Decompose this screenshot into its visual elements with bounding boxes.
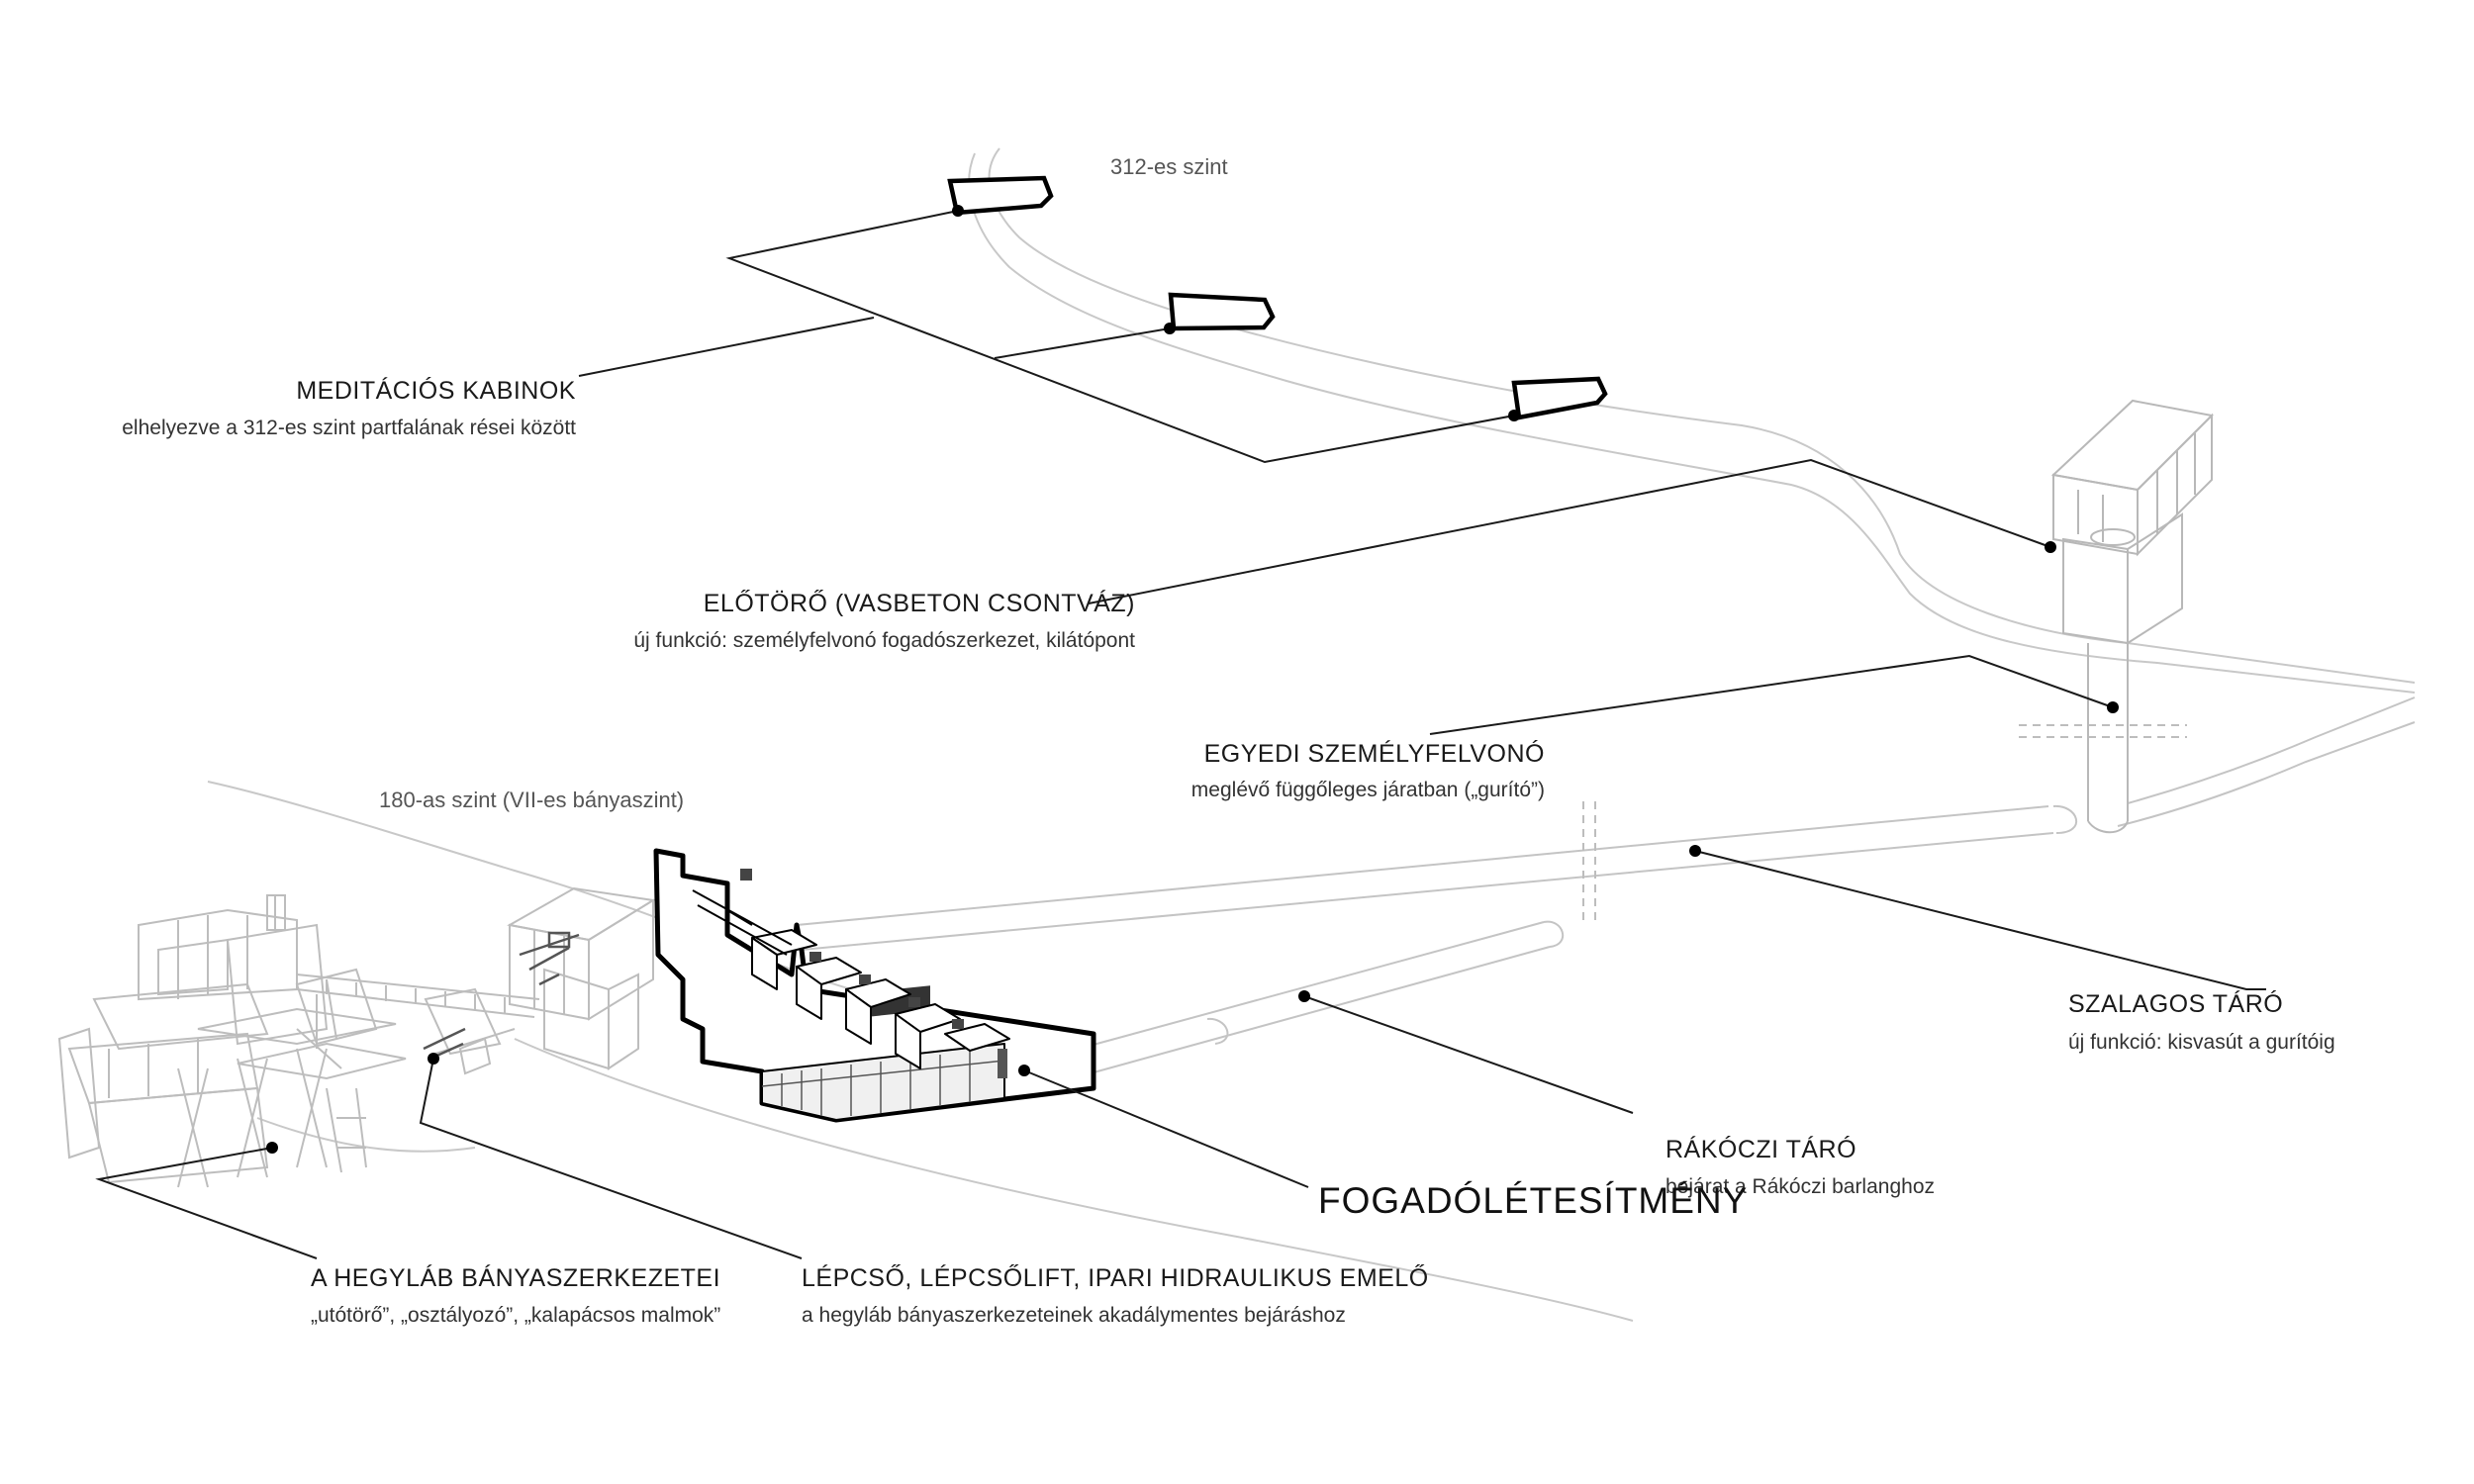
leader-lines: [95, 210, 2266, 1259]
label-structures-title: A HEGYLÁB BÁNYASZERKEZETEI: [311, 1264, 721, 1292]
level-label-312: 312-es szint: [1110, 154, 1228, 179]
leader-dots: [266, 205, 2119, 1154]
section-markers: [1582, 724, 2187, 925]
rakoczi-taro-tunnel: [1078, 920, 1565, 1075]
label-elevator-subtitle: meglévő függőleges járatban („gurító”): [1190, 779, 1545, 801]
stair-lift-accents: [423, 931, 580, 1061]
label-elevator-title: EGYEDI SZEMÉLYFELVONÓ: [1203, 740, 1545, 768]
label-szalagos-title: SZALAGOS TÁRÓ: [2068, 990, 2284, 1018]
leader-cabins: [725, 210, 1515, 464]
leader-elevator: [1429, 654, 2114, 735]
leader-rakoczi: [1303, 995, 1634, 1114]
level-label-180: 180-as szint (VII-es bányaszint): [379, 788, 685, 812]
leader-structures: [95, 1147, 318, 1259]
cabin-3: [1511, 376, 1608, 420]
terrain-lines: [207, 147, 2416, 1322]
cabin-2: [1168, 292, 1276, 331]
leader-szalagos: [1694, 850, 2266, 990]
leader-cabins-label: [578, 317, 875, 377]
label-stairs-subtitle: a hegyláb bányaszerkezeteinek akadálymen…: [802, 1304, 1346, 1327]
szalagos-taro-tunnel: [796, 696, 2416, 951]
meditation-cabins: [947, 175, 1608, 420]
headframe-structure: [2050, 399, 2215, 834]
cabin-1: [947, 175, 1054, 216]
label-structures-subtitle: „utótörő”, „osztályozó”, „kalapácsos mal…: [311, 1304, 721, 1327]
reception-facility: [653, 848, 1096, 1123]
label-stairs-title: LÉPCSŐ, LÉPCSŐLIFT, IPARI HIDRAULIKUS EM…: [802, 1264, 1429, 1292]
leader-cabins-mid: [994, 327, 1171, 359]
label-cabins-subtitle: elhelyezve a 312-es szint partfalának ré…: [122, 417, 576, 439]
label-headframe-subtitle: új funkció: személyfelvonó fogadószerkez…: [633, 629, 1135, 652]
label-headframe-title: ELŐTÖRŐ (VASBETON CSONTVÁZ): [703, 590, 1135, 617]
leader-headframe: [1088, 458, 2051, 604]
label-reception-title: FOGADÓLÉTESÍTMÉNY: [1318, 1180, 1749, 1221]
leader-stairs: [419, 1058, 803, 1259]
label-rakoczi-subtitle: bejárat a Rákóczi barlanghoz: [1665, 1175, 1935, 1198]
leader-reception: [1023, 1069, 1309, 1188]
label-rakoczi-title: RÁKÓCZI TÁRÓ: [1665, 1136, 1857, 1163]
mining-structures: [57, 886, 656, 1188]
label-cabins-title: MEDITÁCIÓS KABINOK: [296, 377, 576, 405]
label-szalagos-subtitle: új funkció: kisvasút a gurítóig: [2068, 1031, 2335, 1054]
